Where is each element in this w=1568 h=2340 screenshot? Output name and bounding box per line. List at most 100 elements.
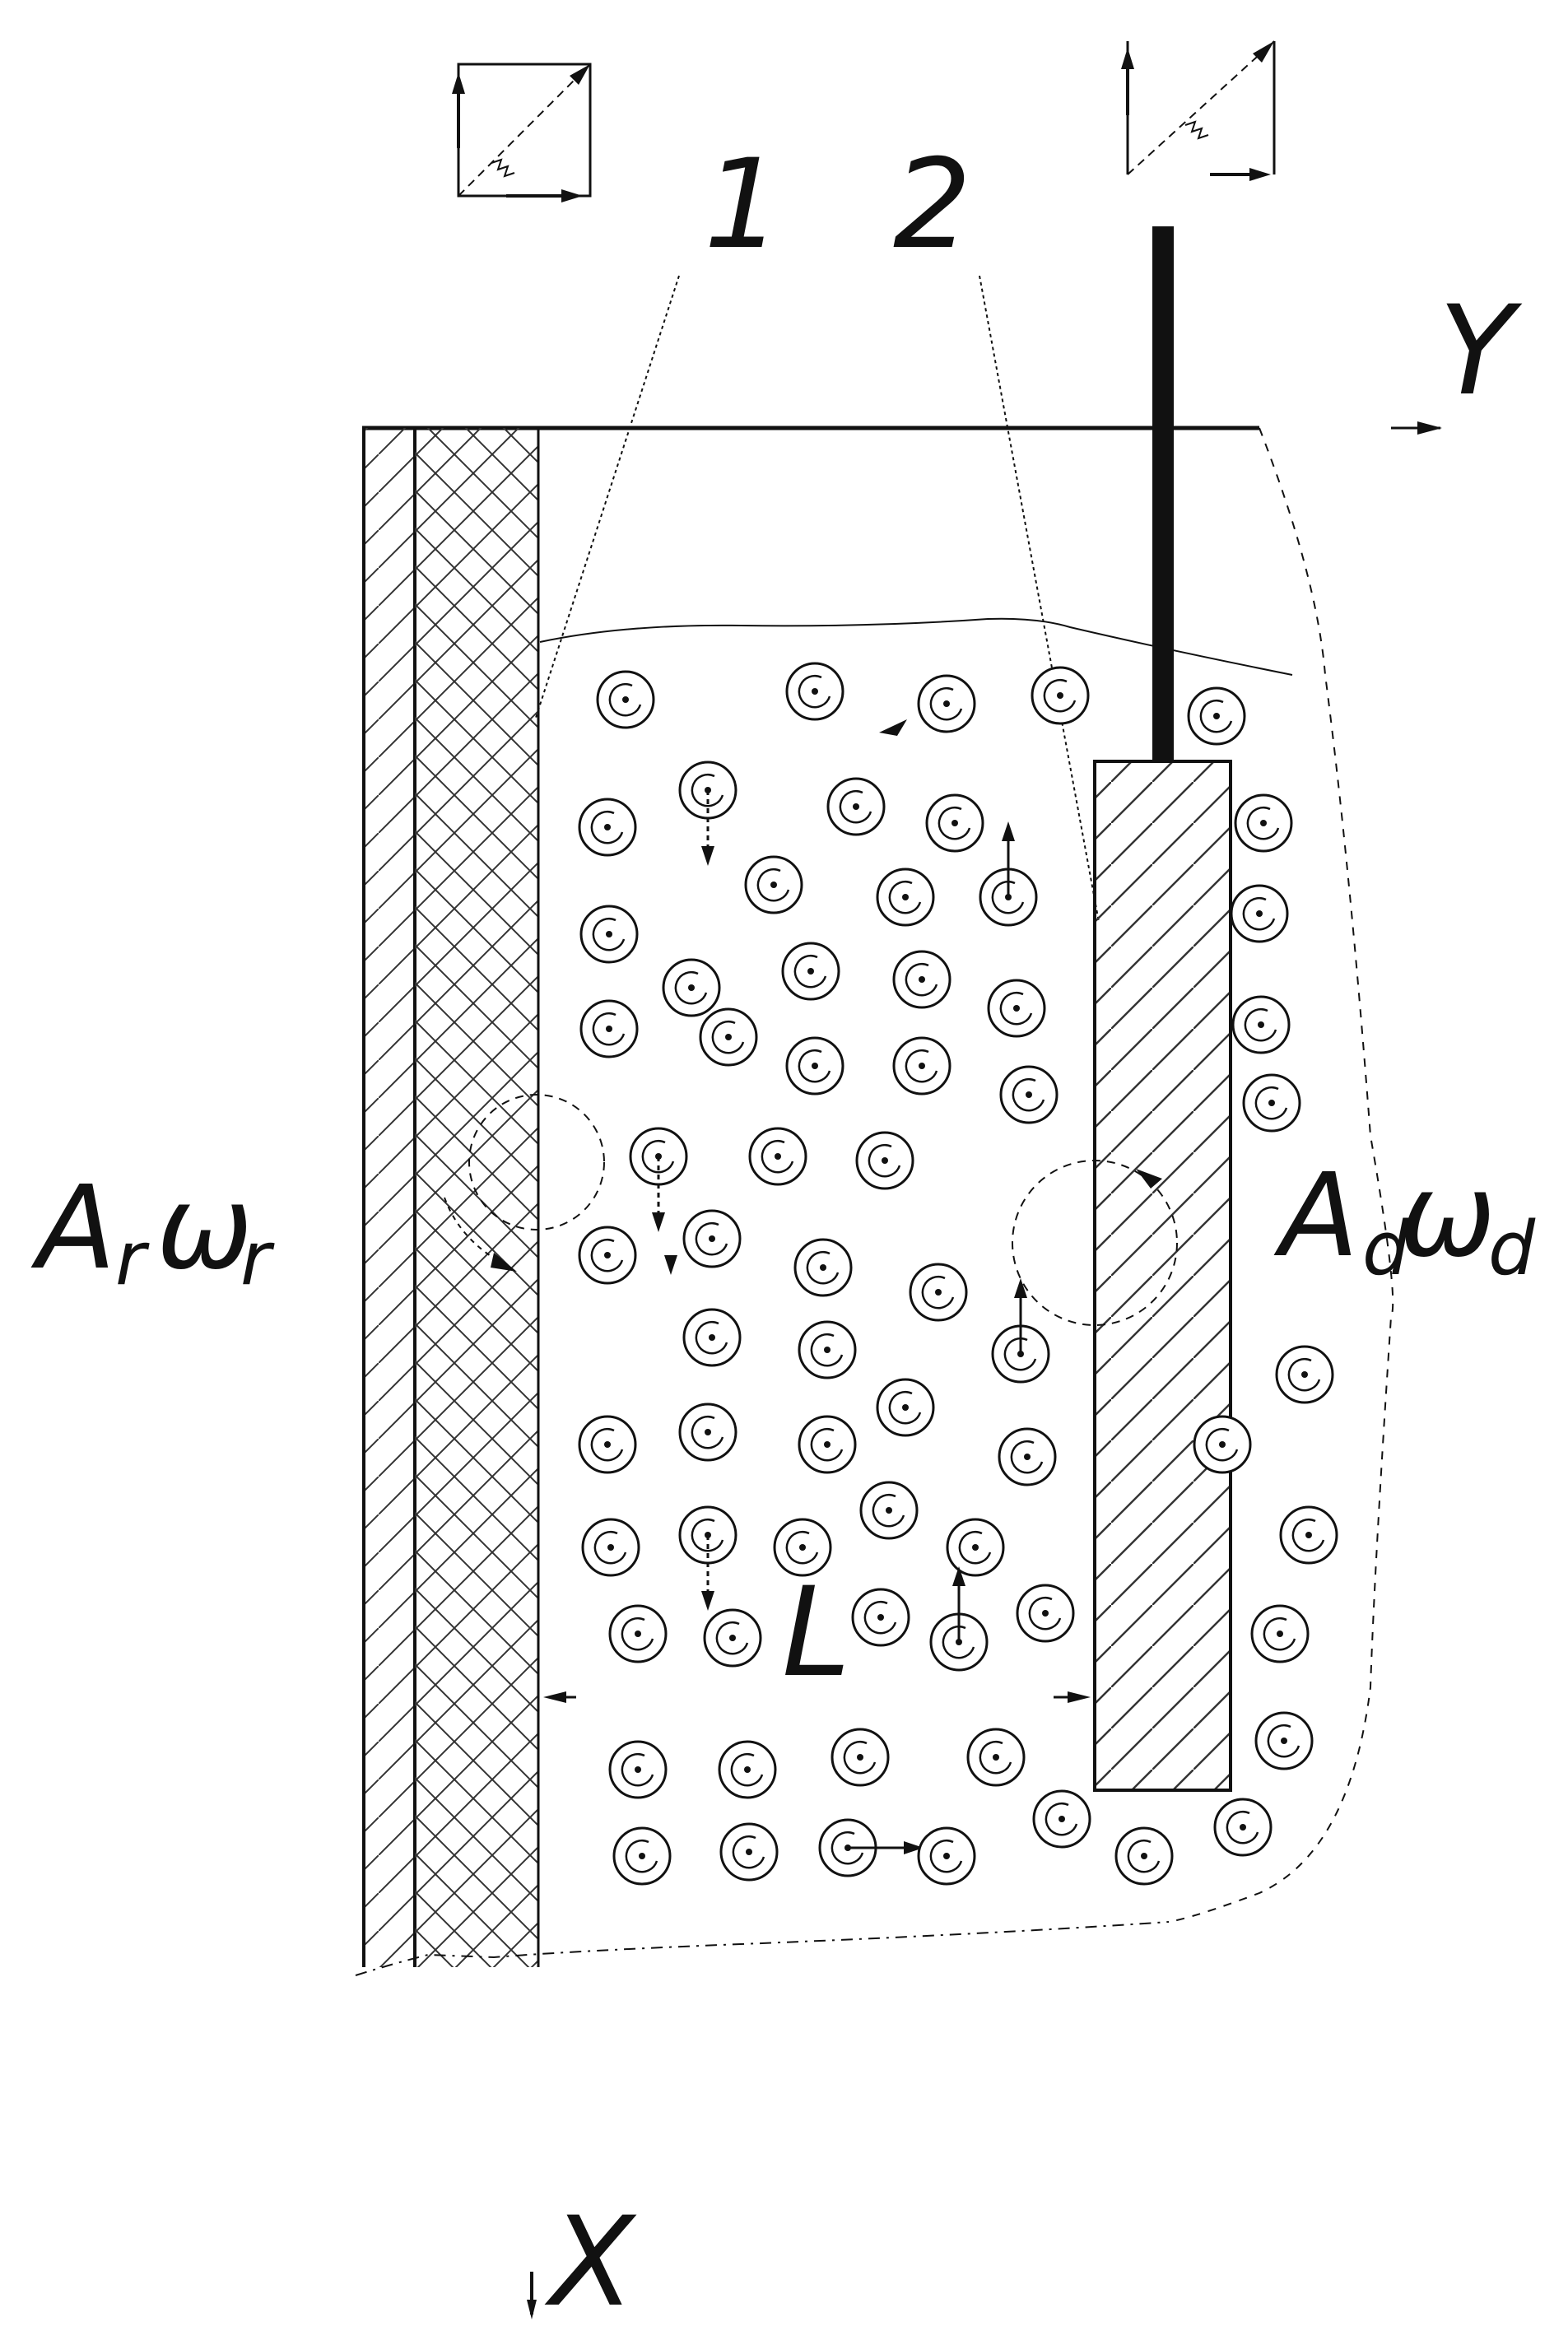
wall-vibration-direction-icon [452, 63, 592, 202]
bottom-break-line [355, 1921, 1170, 1976]
particle-53 [929, 1566, 989, 1672]
probe-frequency-symbol: ω [1399, 1149, 1496, 1283]
x-axis-marker: X [527, 2191, 637, 2334]
y-axis-label: Y [1439, 280, 1523, 423]
probe-rod [1152, 226, 1174, 761]
particle-32 [793, 1238, 853, 1297]
particle-55 [1250, 1604, 1310, 1663]
particle-56 [608, 1740, 668, 1799]
particle-15 [1230, 884, 1289, 943]
outer-wall [362, 428, 416, 1967]
wall-rotation-arrow-icon [491, 1253, 517, 1272]
particle-28 [748, 1127, 807, 1186]
particle-12 [579, 905, 639, 964]
particle-20 [1231, 995, 1291, 1054]
probe-amplitude-subscript: d [1362, 1206, 1410, 1292]
liquid-surface-line [539, 617, 1293, 676]
particle-9 [925, 793, 984, 853]
particle-5 [1187, 686, 1246, 746]
probe-vibration-direction-icon [1121, 40, 1276, 181]
particle-30 [578, 1226, 637, 1285]
probe-part-2 [1093, 226, 1232, 1792]
domain-right-boundary [1168, 427, 1394, 1923]
particle-27 [629, 1127, 688, 1232]
particle-34 [682, 1308, 742, 1367]
particle-65 [1032, 1789, 1091, 1849]
particle-45 [581, 1518, 640, 1577]
particle-66 [1114, 1826, 1174, 1886]
particle-67 [1213, 1798, 1273, 1857]
particle-42 [998, 1427, 1057, 1486]
particle-64 [917, 1826, 976, 1886]
particle-4 [1031, 666, 1090, 725]
particle-8 [826, 777, 886, 836]
wall-amplitude-symbol: A [30, 1161, 116, 1296]
particle-54 [1016, 1584, 1075, 1643]
particle-2 [785, 662, 844, 721]
flow-arrow-icon [664, 1255, 677, 1275]
particle-39 [578, 1415, 637, 1474]
particle-7 [678, 761, 737, 866]
particle-62 [719, 1822, 779, 1882]
particle-18 [892, 950, 952, 1009]
wall-amplitude-circle [468, 1094, 605, 1230]
part-2-leader-line [979, 275, 1100, 923]
probe-frequency-subscript: d [1488, 1206, 1536, 1292]
particle-35 [798, 1320, 857, 1379]
particle-25 [999, 1065, 1059, 1124]
probe-body [1093, 760, 1232, 1792]
wall-frequency-subscript: r [240, 1216, 275, 1302]
particle-19 [987, 979, 1046, 1038]
gap-dimension: L [543, 1561, 1091, 1705]
particle-33 [909, 1263, 968, 1322]
wall-frequency-symbol: ω [156, 1161, 253, 1296]
particle-37 [1275, 1345, 1334, 1404]
particle-17 [781, 942, 840, 1001]
x-axis-label: X [544, 2191, 637, 2334]
particle-23 [785, 1036, 844, 1096]
probe-amplitude-symbol: A [1273, 1149, 1359, 1283]
y-axis-marker: Y [1391, 280, 1523, 435]
particles-group [578, 662, 1338, 1886]
particle-29 [855, 1131, 914, 1190]
particle-47 [773, 1518, 832, 1577]
part-1-label: 1 [704, 133, 782, 277]
particle-40 [678, 1403, 737, 1462]
particle-59 [966, 1728, 1026, 1787]
particle-10 [1234, 793, 1293, 853]
particle-63 [818, 1818, 924, 1877]
particle-48 [946, 1518, 1005, 1577]
gap-label: L [782, 1561, 851, 1705]
particle-1 [596, 670, 655, 729]
particle-43 [1193, 1415, 1252, 1474]
wall-vibration-label: A r ω r [30, 1161, 275, 1302]
wall-amplitude-subscript: r [115, 1216, 150, 1302]
particle-49 [1279, 1505, 1338, 1565]
particle-24 [892, 1036, 952, 1096]
particle-41 [798, 1415, 857, 1474]
particle-26 [1242, 1073, 1301, 1133]
particle-51 [703, 1608, 762, 1668]
particle-21 [579, 999, 639, 1058]
particle-31 [682, 1209, 742, 1268]
particle-6 [578, 798, 637, 857]
probe-vibration-label: A d ω d [1273, 1149, 1536, 1292]
particle-46 [678, 1505, 737, 1611]
particle-22 [699, 1007, 758, 1067]
part-1-leader-line [534, 275, 680, 721]
part-2-label: 2 [893, 133, 971, 277]
particle-16 [662, 958, 721, 1017]
particle-61 [612, 1826, 672, 1886]
particle-11 [979, 821, 1038, 927]
particle-52 [851, 1588, 910, 1647]
particle-36 [991, 1278, 1050, 1384]
probe-amplitude-circle [1012, 1160, 1178, 1326]
wall-lining-part-1 [415, 428, 540, 1967]
particle-58 [831, 1728, 890, 1787]
flow-arrow-icon [879, 719, 907, 736]
particle-57 [718, 1740, 777, 1799]
particle-50 [608, 1604, 668, 1663]
particle-13 [876, 868, 935, 927]
particle-44 [859, 1481, 919, 1540]
